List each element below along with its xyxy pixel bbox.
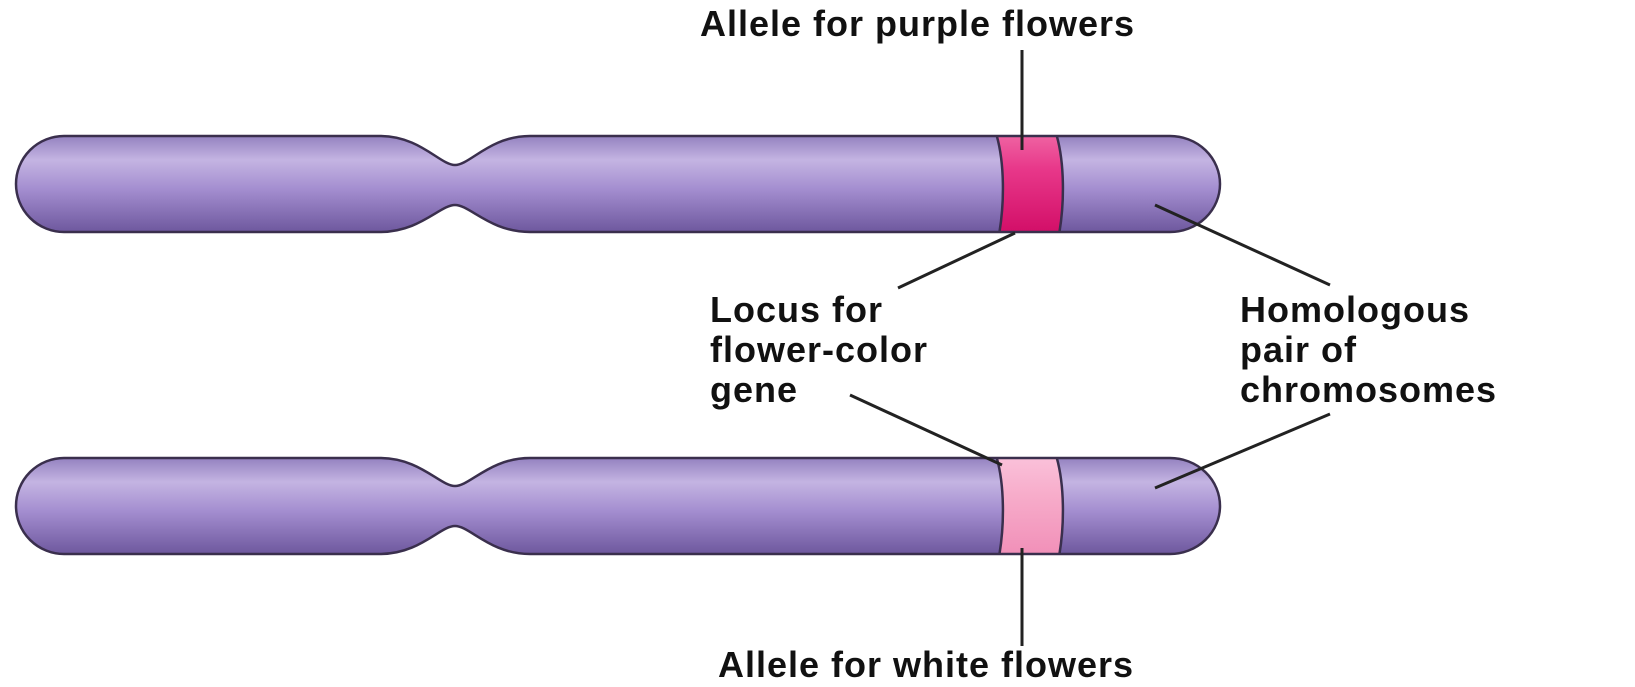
locus-label-line-1: Locus for: [710, 290, 928, 330]
homologous-label-line-1: Homologous: [1240, 290, 1497, 330]
locus-label-line-3: gene: [710, 370, 928, 410]
homologous-label-line-3: chromosomes: [1240, 370, 1497, 410]
locus-label-line-2: flower-color: [710, 330, 928, 370]
white-allele-band: [995, 452, 1063, 562]
purple-allele-band: [995, 130, 1063, 240]
allele-purple-label: Allele for purple flowers: [700, 4, 1135, 44]
allele-white-label: Allele for white flowers: [718, 645, 1134, 685]
bottom-chromosome: [16, 452, 1220, 562]
homologous-label-line-2: pair of: [1240, 330, 1497, 370]
homologous-leader-bottom: [1155, 414, 1330, 488]
top-chromosome: [16, 130, 1220, 240]
homologous-pair-label: Homologous pair of chromosomes: [1240, 290, 1497, 410]
homologous-leader-top: [1155, 205, 1330, 285]
locus-label: Locus for flower-color gene: [710, 290, 928, 410]
locus-leader-top: [898, 233, 1015, 288]
